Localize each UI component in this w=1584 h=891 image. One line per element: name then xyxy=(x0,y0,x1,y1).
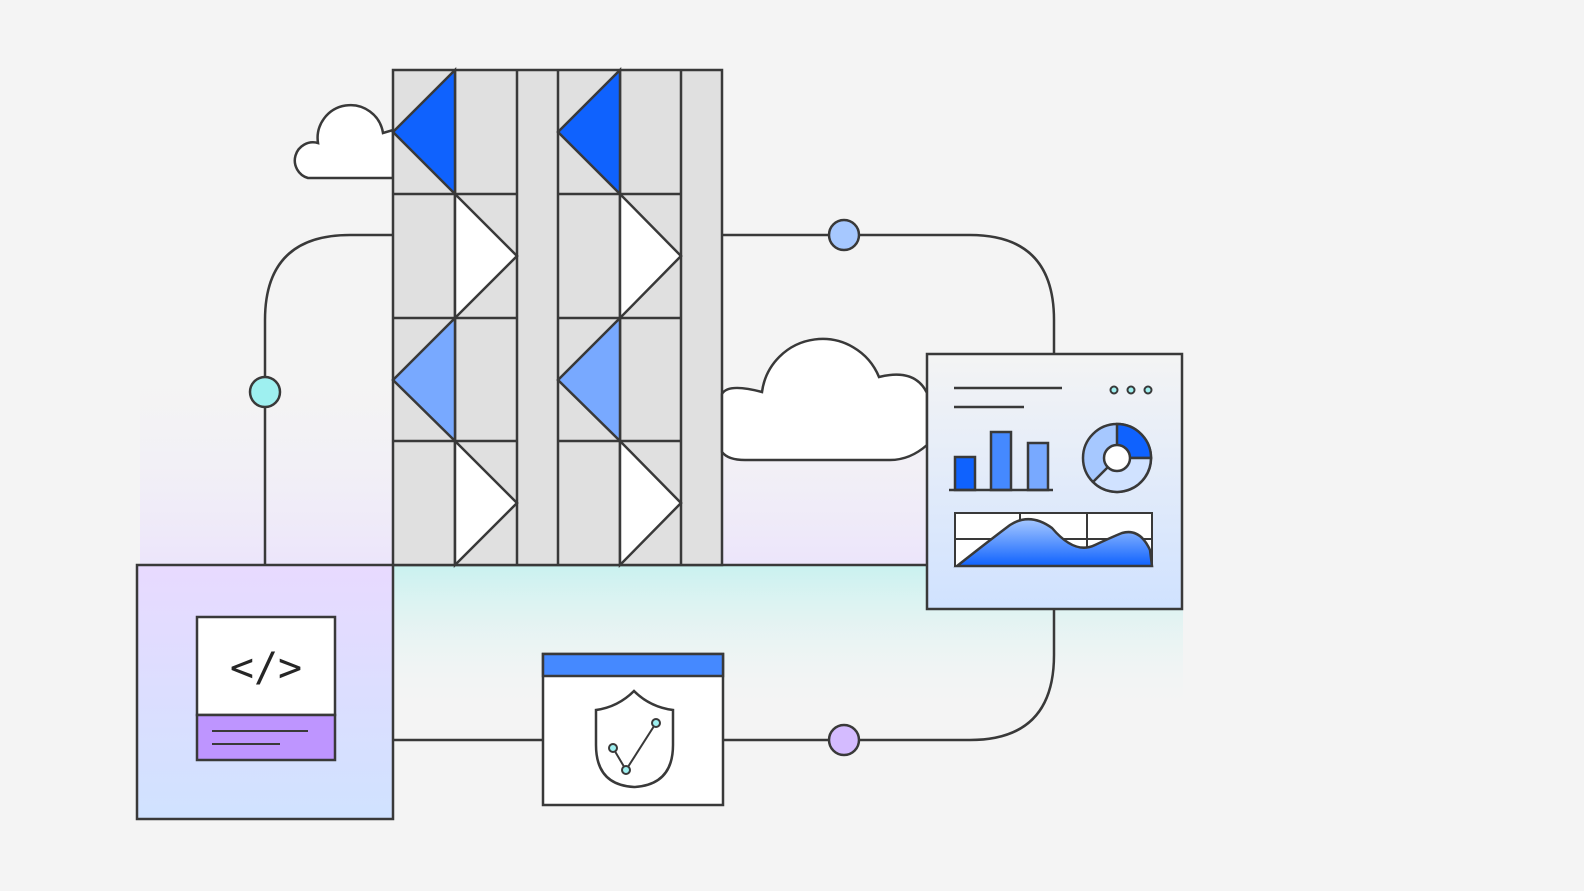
cloud-icon xyxy=(293,103,395,180)
connector-node xyxy=(248,375,282,409)
tower-panel xyxy=(556,66,622,198)
server-tower xyxy=(391,66,724,569)
dashboard-panel xyxy=(925,352,1184,611)
shield-icon xyxy=(594,689,675,789)
bar-chart-icon xyxy=(949,430,1053,492)
area-chart-icon xyxy=(953,512,1154,568)
more-dots-icon xyxy=(1109,385,1153,395)
cloud-icon xyxy=(720,337,929,462)
code-icon: </> xyxy=(230,645,302,691)
connector-node xyxy=(827,723,861,757)
security-window xyxy=(541,652,725,807)
tower-panel xyxy=(453,190,519,322)
tower-panel xyxy=(453,437,519,569)
tower-panel xyxy=(391,314,457,444)
code-panel: </> xyxy=(135,563,395,821)
donut-chart-icon xyxy=(1081,422,1153,494)
tower-panel xyxy=(556,314,622,444)
tower-panel xyxy=(618,437,683,569)
tower-panel xyxy=(391,66,457,198)
connector-node xyxy=(827,218,861,252)
tower-panel xyxy=(618,190,683,322)
